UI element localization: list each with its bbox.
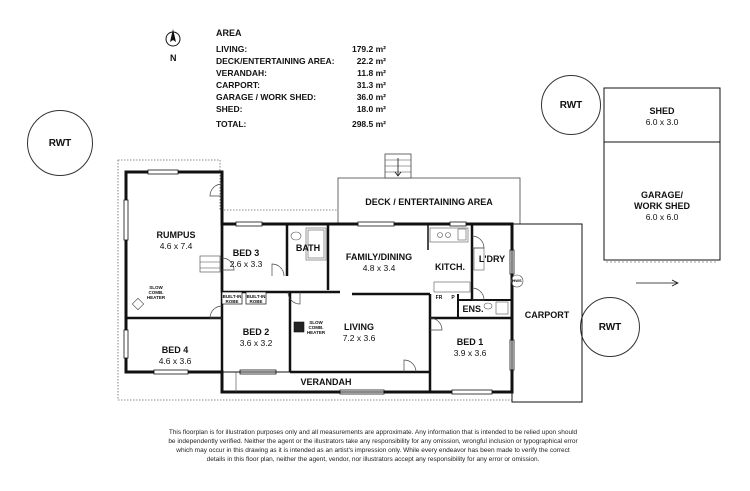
area-value: 18.0 m² bbox=[356, 104, 386, 114]
built-in-robes bbox=[221, 291, 267, 305]
north-label: N bbox=[170, 53, 177, 63]
area-row-verandah: VERANDAH: 11.8 m² bbox=[216, 68, 386, 80]
garage-door-arrow-icon bbox=[636, 279, 679, 287]
area-label: DECK/ENTERTAINING AREA: bbox=[216, 56, 335, 66]
room-label-living: LIVING 7.2 x 3.6 bbox=[326, 322, 392, 344]
room-name-line2: WORK SHED bbox=[634, 201, 690, 211]
area-row-living: LIVING: 179.2 m² bbox=[216, 44, 386, 56]
area-value: 31.3 m² bbox=[356, 80, 386, 90]
room-label-ldry: L'DRY bbox=[478, 254, 506, 264]
heater-label-rumpus: SLOW COMB. HEATER bbox=[144, 285, 168, 300]
room-dim: 6.0 x 6.0 bbox=[645, 212, 679, 222]
heater-text: SLOW bbox=[309, 320, 323, 325]
area-label: LIVING: bbox=[216, 44, 248, 54]
robe-text: BUILT-IN bbox=[246, 294, 266, 299]
room-dim: 4.8 x 3.4 bbox=[362, 263, 396, 273]
rwt-label: RWT bbox=[48, 137, 72, 149]
robe-text: ROBE bbox=[249, 299, 263, 304]
living-heater-icon bbox=[293, 321, 305, 333]
room-dim: 2.6 x 3.3 bbox=[229, 259, 263, 269]
room-label-kitch: KITCH. bbox=[435, 262, 465, 272]
room-dim: 3.9 x 3.6 bbox=[453, 348, 487, 358]
room-label-bed3: BED 3 2.6 x 3.3 bbox=[224, 248, 268, 270]
area-label: GARAGE / WORK SHED: bbox=[216, 92, 317, 102]
rumpus-heater-icon bbox=[131, 297, 145, 311]
rwt-label: RWT bbox=[598, 321, 622, 333]
room-dim: 6.0 x 3.0 bbox=[645, 117, 679, 127]
room-dim: 4.6 x 3.6 bbox=[158, 356, 192, 366]
room-label-bath: BATH bbox=[295, 243, 321, 253]
room-name: BED 2 bbox=[242, 327, 270, 337]
room-label-verandah: VERANDAH bbox=[300, 377, 352, 387]
disclaimer-text: This floorplan is for illustration purpo… bbox=[168, 429, 578, 463]
area-label: SHED: bbox=[216, 104, 243, 114]
robe-label-1: BUILT-IN ROBE bbox=[222, 294, 242, 304]
garage-outline bbox=[603, 141, 721, 261]
room-name: BED 3 bbox=[232, 248, 260, 258]
room-label-ens: ENS. bbox=[462, 304, 484, 314]
hws-icon bbox=[510, 274, 524, 288]
kitchen-fixtures bbox=[429, 227, 485, 293]
heater-label-living: SLOW COMB. HEATER bbox=[304, 320, 328, 335]
ensuite-fixtures bbox=[483, 301, 509, 315]
bath-fixtures bbox=[290, 227, 327, 261]
heater-text: HEATER bbox=[306, 330, 326, 335]
heater-text: HEATER bbox=[146, 295, 166, 300]
room-dim: 4.6 x 7.4 bbox=[159, 241, 193, 251]
room-name: FAMILY/DINING bbox=[345, 252, 413, 262]
fridge-label: FR bbox=[435, 295, 443, 301]
carport-outline bbox=[511, 223, 583, 403]
area-row-deck: DECK/ENTERTAINING AREA: 22.2 m² bbox=[216, 56, 386, 68]
area-label: VERANDAH: bbox=[216, 68, 267, 78]
room-label-bed2: BED 2 3.6 x 3.2 bbox=[232, 327, 280, 349]
robe-label-2: BUILT-IN ROBE bbox=[246, 294, 266, 304]
room-label-carport: CARPORT bbox=[524, 310, 570, 320]
room-name: BED 1 bbox=[456, 337, 484, 347]
area-total-value: 298.5 m² bbox=[351, 119, 386, 129]
room-name: SHED bbox=[649, 106, 675, 116]
hws-label: HWS bbox=[512, 278, 522, 283]
area-title: AREA bbox=[216, 28, 242, 38]
area-row-carport: CARPORT: 31.3 m² bbox=[216, 80, 386, 92]
robe-text: BUILT-IN bbox=[222, 294, 242, 299]
area-total-label: TOTAL: bbox=[216, 119, 247, 129]
area-value: 36.0 m² bbox=[356, 92, 386, 102]
heater-text: SLOW bbox=[149, 285, 163, 290]
north-arrow-icon bbox=[162, 28, 184, 64]
rwt-label: RWT bbox=[559, 99, 583, 111]
robe-text: ROBE bbox=[225, 299, 239, 304]
room-label-family: FAMILY/DINING 4.8 x 3.4 bbox=[334, 252, 424, 274]
room-label-bed4: BED 4 4.6 x 3.6 bbox=[144, 345, 206, 367]
area-value: 11.8 m² bbox=[357, 68, 386, 78]
heater-text: COMB. bbox=[148, 290, 164, 295]
heater-text: COMB. bbox=[308, 325, 324, 330]
pantry-label: P bbox=[451, 295, 455, 301]
rainwater-tank-north: RWT bbox=[541, 75, 601, 135]
room-name: BED 4 bbox=[161, 345, 189, 355]
room-label-garage: GARAGE/ WORK SHED 6.0 x 6.0 bbox=[614, 190, 710, 223]
area-label: CARPORT: bbox=[216, 80, 260, 90]
room-label-rumpus: RUMPUS 4.6 x 7.4 bbox=[146, 230, 206, 252]
rumpus-steps-icon bbox=[199, 255, 221, 273]
room-name: RUMPUS bbox=[156, 230, 196, 240]
rainwater-tank-east: RWT bbox=[580, 297, 640, 357]
area-value: 179.2 m² bbox=[351, 44, 386, 54]
area-row-shed: SHED: 18.0 m² bbox=[216, 104, 386, 116]
rainwater-tank-west: RWT bbox=[27, 110, 93, 176]
room-label-shed: SHED 6.0 x 3.0 bbox=[614, 106, 710, 128]
room-dim: 3.6 x 3.2 bbox=[239, 338, 273, 348]
room-label-deck: DECK / ENTERTAINING AREA bbox=[365, 197, 493, 207]
area-value: 22.2 m² bbox=[356, 56, 386, 66]
room-name: GARAGE/ bbox=[640, 190, 683, 200]
room-dim: 7.2 x 3.6 bbox=[342, 333, 376, 343]
room-name: LIVING bbox=[343, 322, 374, 332]
room-label-bed1: BED 1 3.9 x 3.6 bbox=[440, 337, 500, 359]
area-row-garage: GARAGE / WORK SHED: 36.0 m² bbox=[216, 92, 386, 104]
deck-steps-icon bbox=[384, 153, 412, 179]
area-row-total: TOTAL: 298.5 m² bbox=[216, 119, 386, 131]
